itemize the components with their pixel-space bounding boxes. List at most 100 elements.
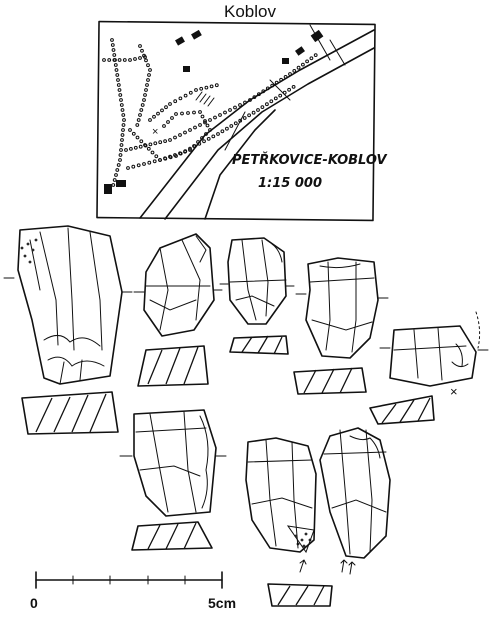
map-road (309, 24, 331, 61)
map-building (191, 29, 202, 40)
map-dot (140, 48, 144, 53)
map-dot (119, 98, 123, 102)
map-dot (118, 93, 123, 97)
map-dot (148, 142, 153, 147)
map-site-cross: × (152, 126, 158, 138)
map-dot (283, 75, 288, 79)
map-dot (122, 58, 127, 62)
map-dot (206, 137, 211, 141)
map-dot (116, 78, 120, 82)
map-dot (111, 183, 116, 187)
map-dot (122, 118, 126, 122)
map-dot (188, 148, 192, 152)
map-dot (138, 144, 143, 149)
map-dot (274, 80, 279, 85)
map-dot (173, 153, 177, 157)
map-dot (146, 78, 150, 82)
map-dot (178, 151, 182, 156)
map-dot (242, 116, 247, 120)
map-dot (116, 163, 121, 167)
scale-bar: 0 5cm (30, 571, 236, 611)
map-dot (144, 58, 148, 63)
map-dot (102, 58, 106, 62)
map-dot (136, 118, 141, 122)
map-dot (128, 58, 132, 62)
map-dot (121, 123, 126, 127)
scale-bar-end-label: 5cm (208, 595, 236, 611)
map-dot (117, 88, 122, 92)
map-dot (114, 173, 118, 177)
map-frame (96, 20, 376, 222)
map-dot (135, 135, 140, 140)
site-map: × PETŘKOVICE-KOBLOV 1:15 000 (96, 20, 387, 222)
map-dot (198, 110, 202, 114)
map-dot (228, 108, 232, 112)
map-dot (168, 154, 172, 159)
map-dot (220, 129, 225, 134)
map-dot (192, 144, 196, 148)
map-road (204, 109, 276, 220)
map-building (175, 36, 185, 46)
map-dot (152, 114, 156, 119)
map-dot (110, 38, 114, 42)
map-dot (178, 96, 183, 101)
map-dot (203, 119, 207, 123)
map-dot (113, 63, 118, 67)
map-dot (279, 77, 284, 82)
map-dot (152, 159, 157, 164)
map-dot (114, 68, 119, 72)
map-dot (112, 58, 117, 62)
map-dot (260, 105, 265, 109)
map-dot (202, 139, 206, 144)
map-dot (112, 178, 117, 182)
svg-text:×: × (450, 384, 458, 399)
map-dot (186, 111, 190, 115)
map-dot (213, 115, 217, 120)
map-dot (124, 148, 128, 152)
map-dot (211, 134, 216, 139)
map-dot (140, 103, 145, 107)
map-dot (282, 90, 287, 95)
map-dot (238, 103, 242, 107)
map-dot (301, 62, 305, 67)
map-dot (183, 149, 187, 154)
map-dot (180, 111, 184, 116)
artifact-4-section (293, 367, 367, 395)
map-dot (265, 86, 270, 91)
map-dot (223, 110, 227, 115)
artifact-5-section (369, 395, 435, 425)
map-dot (143, 93, 147, 97)
map-dot (183, 93, 188, 98)
map-dot (118, 153, 123, 157)
map-dot (198, 123, 202, 127)
map-road (329, 39, 346, 66)
map-dot (142, 98, 146, 102)
map-dot (270, 83, 275, 88)
map-dot (115, 73, 120, 77)
map-dot (225, 126, 229, 131)
map-building (183, 66, 190, 72)
map-dot (138, 44, 142, 48)
map-dot (163, 156, 167, 161)
map-hatched-area (195, 91, 215, 107)
map-dot (148, 118, 152, 122)
map-dot (209, 84, 214, 89)
map-dot (278, 93, 283, 98)
artifact-8 (319, 427, 391, 575)
map-road (139, 29, 375, 219)
map-dot (144, 88, 148, 92)
map-dot (203, 120, 207, 125)
map-road (164, 47, 375, 220)
map-building (295, 46, 305, 56)
map-dot (131, 131, 136, 136)
map-dot (170, 116, 174, 120)
map-dot (313, 53, 318, 57)
map-dot (129, 147, 133, 151)
map-dot (257, 92, 261, 97)
artifact-8-section (267, 583, 333, 607)
map-dot (163, 139, 168, 144)
map-dot (269, 99, 274, 104)
map-building (104, 184, 112, 194)
map-dot (296, 65, 301, 70)
